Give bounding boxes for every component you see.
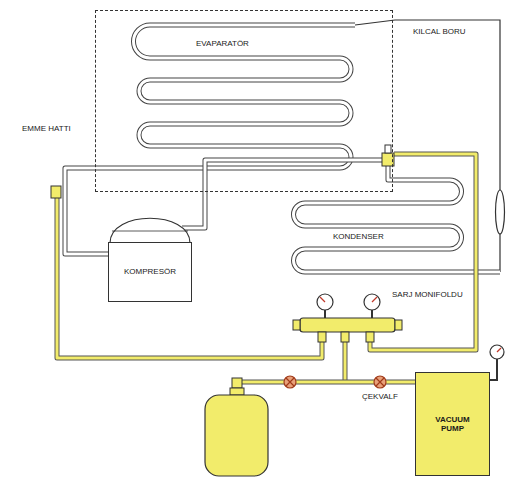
node-text: KOMPRESÖR	[124, 267, 176, 276]
service-valve	[51, 186, 61, 198]
suction-line	[65, 168, 108, 254]
manifold-knob	[293, 320, 300, 330]
low-pressure-gauge	[317, 294, 333, 310]
pump-gauge	[490, 345, 504, 359]
manifold-port	[341, 332, 349, 342]
gauge-needle	[497, 348, 501, 352]
check-valve	[374, 376, 386, 388]
charge-hose	[237, 380, 415, 385]
tube-inner	[65, 168, 108, 254]
condenser-coil	[294, 166, 501, 272]
condenser-label: KONDENSER	[333, 232, 384, 241]
node-text: VACUUM PUMP	[431, 415, 475, 433]
check-valve	[284, 376, 296, 388]
gauge-needle	[320, 297, 325, 302]
gauge-stem	[371, 310, 373, 318]
evaporator-coil	[95, 25, 355, 168]
manifold-label: SARJ MONIFOLDU	[392, 290, 463, 299]
filter-drier	[496, 190, 505, 234]
cylinder-neck	[230, 388, 244, 395]
manifold-port	[318, 332, 326, 342]
charge-hose	[57, 198, 322, 358]
check-valve-label: ÇEKVALF	[362, 392, 398, 401]
charge-hose	[237, 381, 415, 384]
charge-hose	[57, 198, 322, 358]
compressor-seam	[112, 231, 188, 232]
charge-hose	[343, 342, 348, 382]
node-text: EVAPARATÖR	[196, 39, 249, 48]
suction-line-label: EMME HATTI	[22, 124, 71, 133]
capillary-label: KILCAL BORU	[413, 27, 466, 36]
manifold-port	[366, 332, 374, 342]
discharge-line	[182, 160, 382, 228]
evaporator-coil	[95, 25, 355, 168]
refrigerant-cylinder	[205, 395, 268, 476]
evaporator-region: EVAPARATÖR	[95, 10, 393, 192]
gauge-stem	[324, 310, 326, 318]
high-pressure-gauge	[364, 294, 380, 310]
charge-hose	[344, 342, 347, 382]
compressor-dome	[110, 218, 190, 243]
condenser-coil	[294, 166, 501, 272]
manifold-body	[300, 318, 395, 332]
tube-outline	[65, 168, 108, 254]
pump-gauge-line	[490, 359, 497, 380]
vacuum-pump-box: VACUUM PUMP	[415, 372, 490, 476]
gauge-needle	[372, 297, 377, 302]
manifold-knob	[395, 320, 402, 330]
valve-cap	[385, 145, 391, 153]
discharge-line	[182, 160, 382, 228]
cylinder-valve	[232, 378, 242, 388]
compressor-box: KOMPRESÖR	[108, 242, 192, 302]
